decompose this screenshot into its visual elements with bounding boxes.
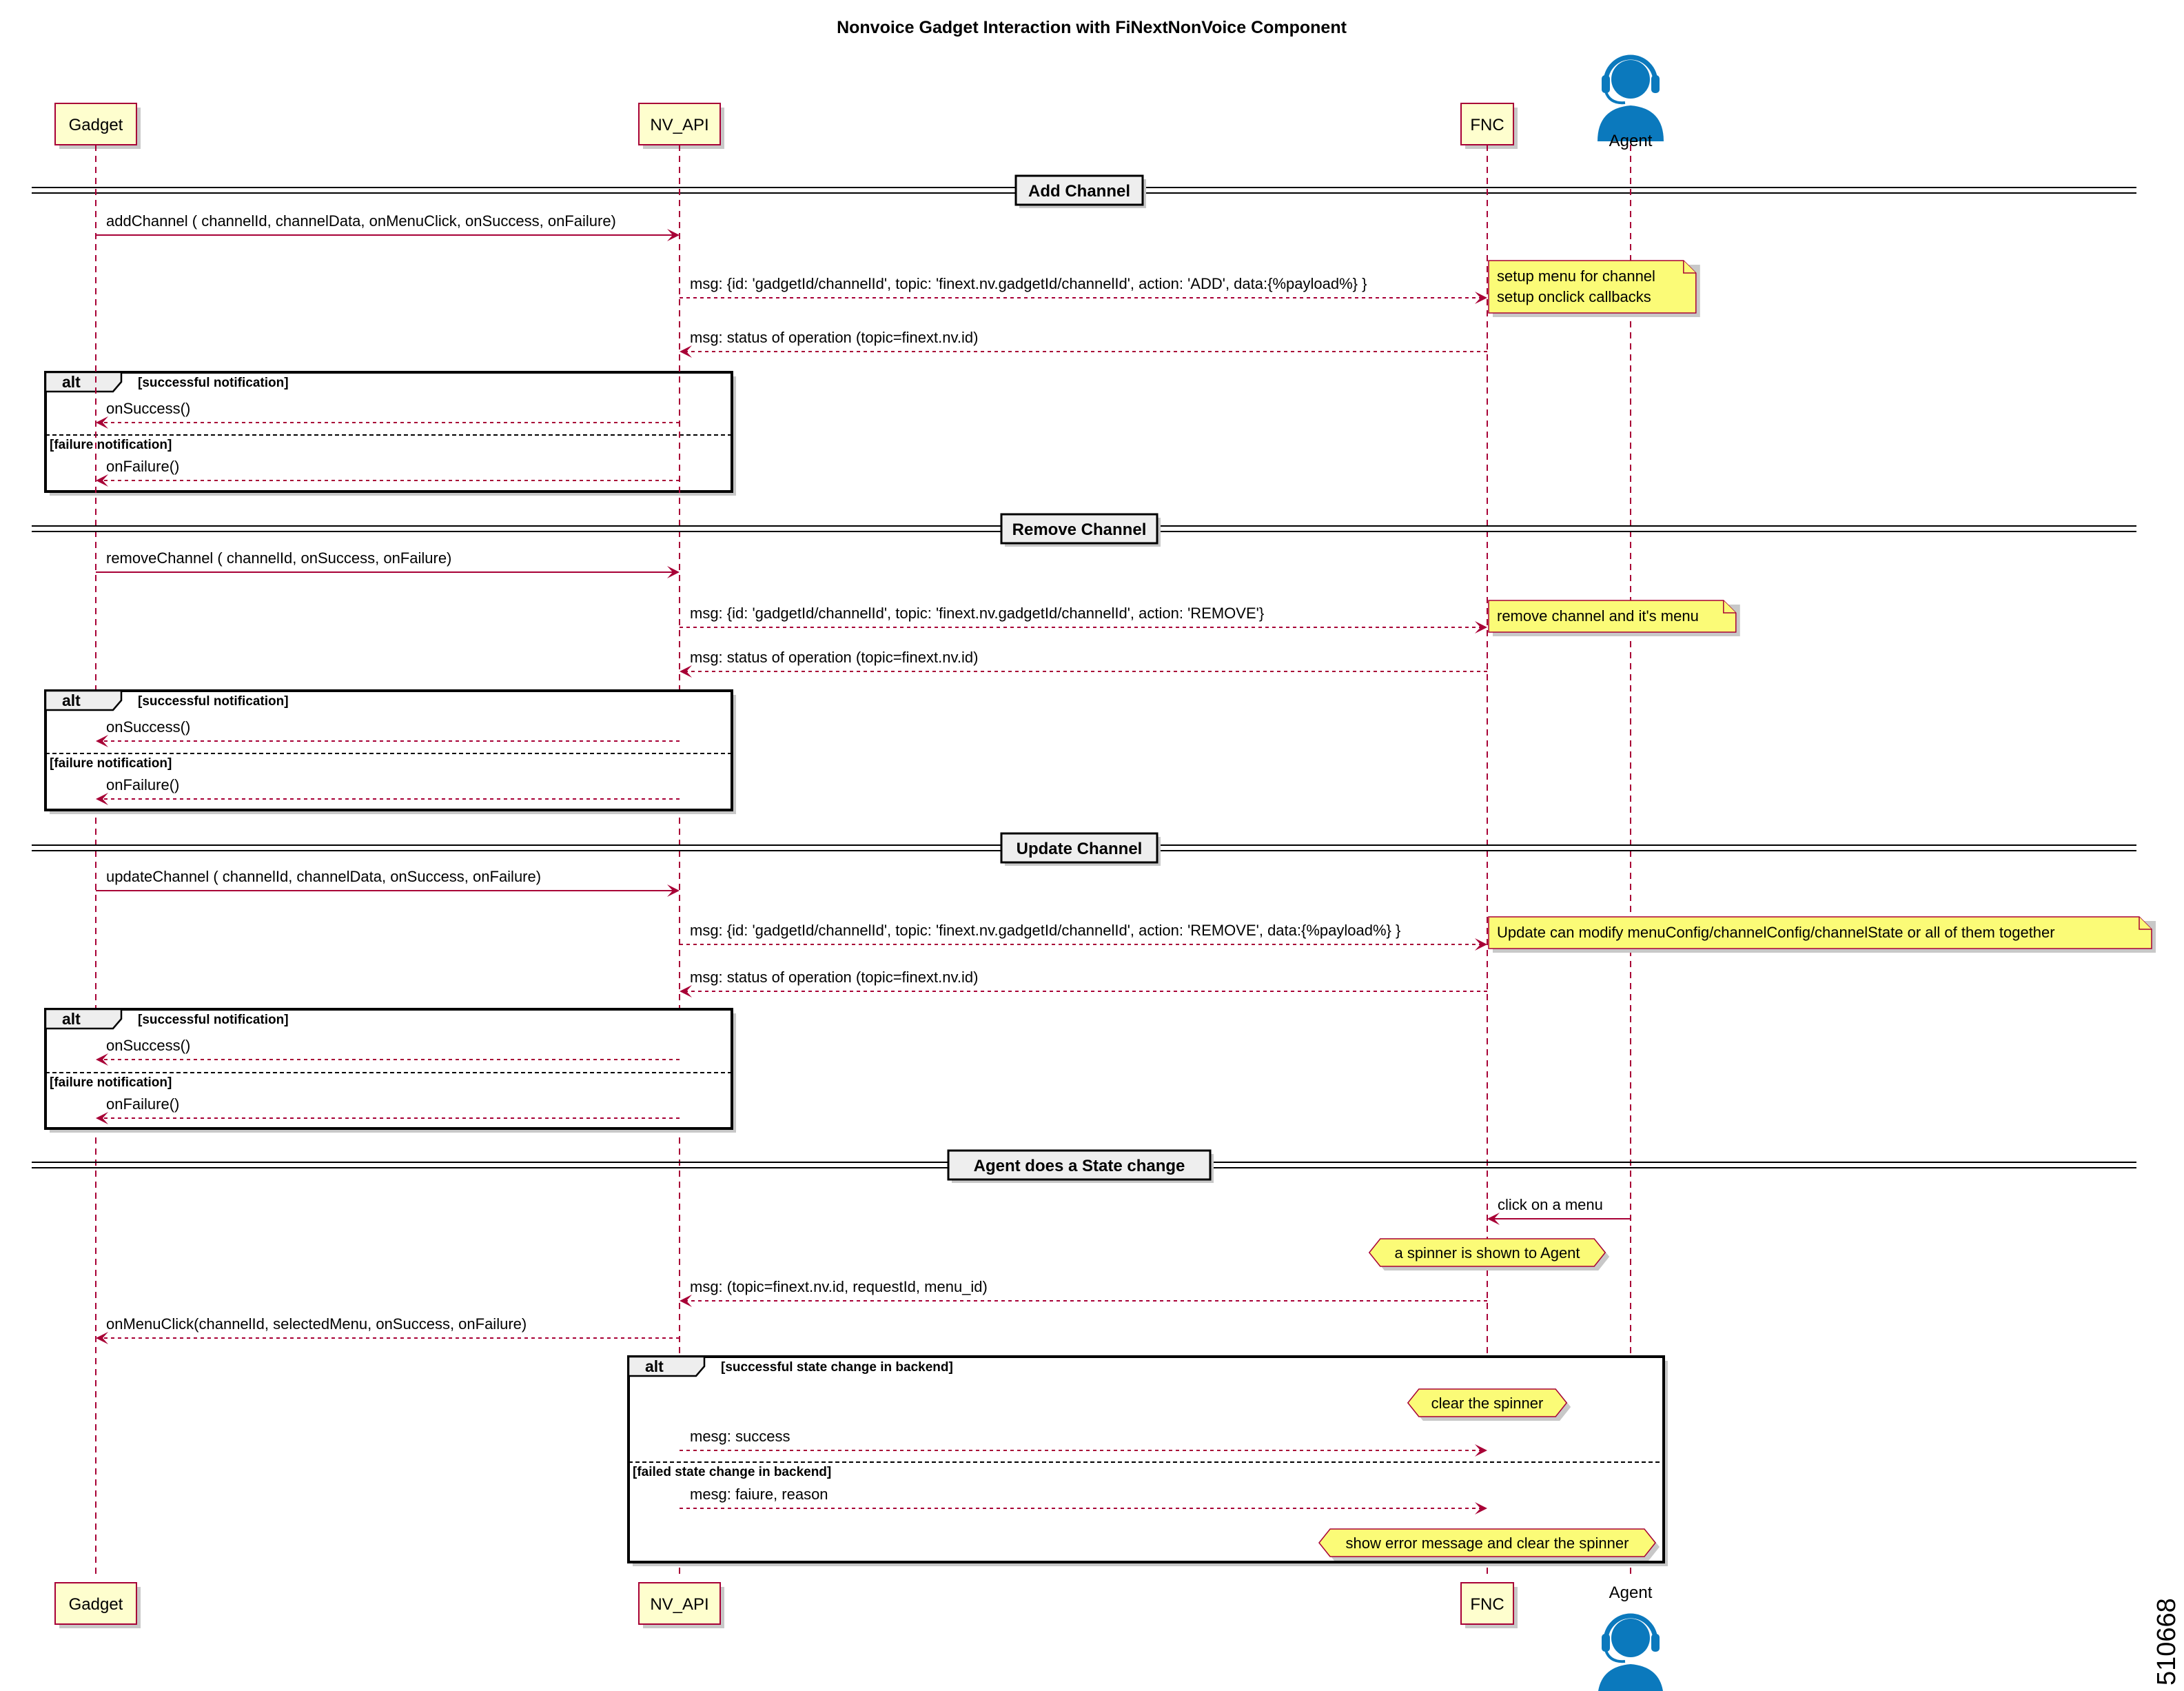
message-arrow: msg: status of operation (topic=finext.n… bbox=[680, 649, 1487, 678]
message-arrow: onSuccess() bbox=[96, 1037, 680, 1066]
note: Update can modify menuConfig/channelConf… bbox=[1488, 916, 2156, 953]
message-label: updateChannel ( channelId, channelData, … bbox=[106, 868, 541, 885]
message-arrow: msg: {id: 'gadgetId/channelId', topic: '… bbox=[680, 605, 1487, 634]
message-arrow: onFailure() bbox=[96, 458, 680, 487]
section-divider-label: Agent does a State change bbox=[974, 1157, 1185, 1175]
alt-keyword: alt bbox=[62, 1010, 81, 1028]
hexagon-note-text: clear the spinner bbox=[1431, 1395, 1544, 1412]
alt-guard: [successful notification] bbox=[138, 1013, 289, 1027]
message-arrow: msg: {id: 'gadgetId/channelId', topic: '… bbox=[680, 275, 1487, 304]
participant-gadget-bottom: Gadget bbox=[54, 1582, 141, 1628]
message-label: mesg: faiure, reason bbox=[690, 1486, 828, 1503]
message-label: msg: status of operation (topic=finext.n… bbox=[690, 649, 978, 666]
alt-keyword: alt bbox=[62, 691, 81, 709]
message-arrow: removeChannel ( channelId, onSuccess, on… bbox=[96, 549, 680, 578]
message-label: msg: {id: 'gadgetId/channelId', topic: '… bbox=[690, 275, 1367, 292]
figure-number: 510668 bbox=[2152, 1598, 2181, 1685]
participant-label: NV_API bbox=[650, 1595, 708, 1614]
participant-fnc-top: FNC bbox=[1460, 103, 1518, 149]
message-label: msg: {id: 'gadgetId/channelId', topic: '… bbox=[690, 605, 1264, 622]
alt-guard: [successful notification] bbox=[138, 694, 289, 709]
participant-label: NV_API bbox=[650, 116, 708, 134]
section-divider-label: Update Channel bbox=[1017, 840, 1143, 858]
message-label: msg: status of operation (topic=finext.n… bbox=[690, 329, 978, 346]
section-divider: Add Channel bbox=[32, 174, 2136, 208]
alt-fragment: alt [successful notification] [failure not… bbox=[44, 689, 736, 814]
message-label: onSuccess() bbox=[106, 400, 190, 417]
alt-guard: [failure notification] bbox=[50, 438, 172, 452]
section-divider-label: Remove Channel bbox=[1012, 520, 1147, 539]
note: setup menu for channel setup onclick call… bbox=[1488, 260, 1700, 317]
message-arrow: updateChannel ( channelId, channelData, … bbox=[96, 868, 680, 897]
message-label: msg: {id: 'gadgetId/channelId', topic: '… bbox=[690, 922, 1400, 939]
message-label: onSuccess() bbox=[106, 718, 190, 736]
alt-guard: [failure notification] bbox=[50, 1075, 172, 1090]
message-arrow: addChannel ( channelId, channelData, onM… bbox=[96, 212, 680, 241]
alt-guard: [successful notification] bbox=[138, 376, 289, 390]
message-label: removeChannel ( channelId, onSuccess, on… bbox=[106, 549, 451, 567]
alt-fragment: alt [successful notification] [failure not… bbox=[44, 371, 736, 496]
participant-gadget-top: Gadget bbox=[54, 103, 141, 149]
message-arrow: mesg: faiure, reason bbox=[680, 1486, 1487, 1515]
message-label: mesg: success bbox=[690, 1428, 790, 1445]
agent-headset-icon bbox=[1598, 54, 1664, 141]
note-text: setup menu for channel bbox=[1497, 267, 1655, 285]
section-divider: Agent does a State change bbox=[32, 1149, 2136, 1183]
message-arrow: onFailure() bbox=[96, 1095, 680, 1124]
participant-label: FNC bbox=[1470, 116, 1504, 134]
message-arrow: onFailure() bbox=[96, 776, 680, 805]
message-label: msg: status of operation (topic=finext.n… bbox=[690, 969, 978, 986]
message-label: onFailure() bbox=[106, 458, 179, 475]
message-label: onMenuClick(channelId, selectedMenu, onS… bbox=[106, 1315, 527, 1333]
message-arrow: msg: {id: 'gadgetId/channelId', topic: '… bbox=[680, 922, 1487, 951]
message-arrow: onMenuClick(channelId, selectedMenu, onS… bbox=[96, 1315, 680, 1344]
note-text: setup onclick callbacks bbox=[1497, 288, 1651, 305]
alt-guard: [successful state change in backend] bbox=[721, 1360, 953, 1375]
hexagon-note: clear the spinner bbox=[1407, 1388, 1571, 1421]
participant-fnc-bottom: FNC bbox=[1460, 1582, 1518, 1628]
message-arrow: onSuccess() bbox=[96, 400, 680, 429]
section-divider-label: Add Channel bbox=[1028, 182, 1130, 201]
note-text: Update can modify menuConfig/channelConf… bbox=[1497, 924, 2055, 941]
alt-guard: [failure notification] bbox=[50, 756, 172, 771]
message-label: msg: (topic=finext.nv.id, requestId, men… bbox=[690, 1278, 988, 1295]
alt-keyword: alt bbox=[62, 373, 81, 391]
message-label: onFailure() bbox=[106, 776, 179, 793]
message-arrow: msg: status of operation (topic=finext.n… bbox=[680, 329, 1487, 358]
alt-guard: [failed state change in backend] bbox=[633, 1465, 831, 1479]
note-text: remove channel and it's menu bbox=[1497, 607, 1699, 625]
hexagon-note-text: a spinner is shown to Agent bbox=[1394, 1244, 1580, 1262]
diagram-title: Nonvoice Gadget Interaction with FiNextN… bbox=[837, 18, 1347, 37]
message-arrow: msg: (topic=finext.nv.id, requestId, men… bbox=[680, 1278, 1487, 1307]
participant-label: FNC bbox=[1470, 1595, 1504, 1614]
message-label: addChannel ( channelId, channelData, onM… bbox=[106, 212, 616, 230]
alt-keyword: alt bbox=[645, 1357, 664, 1375]
agent-headset-icon bbox=[1598, 1613, 1663, 1691]
participant-nvapi-top: NV_API bbox=[638, 103, 724, 149]
section-divider: Remove Channel bbox=[32, 513, 2136, 547]
message-label: click on a menu bbox=[1498, 1196, 1603, 1213]
hexagon-note-text: show error message and clear the spinner bbox=[1346, 1535, 1629, 1552]
participant-nvapi-bottom: NV_API bbox=[638, 1582, 724, 1628]
message-arrow: msg: status of operation (topic=finext.n… bbox=[680, 969, 1487, 998]
participant-label-agent-bottom: Agent bbox=[1609, 1583, 1653, 1602]
note: remove channel and it's menu bbox=[1488, 600, 1740, 636]
hexagon-note: show error message and clear the spinner bbox=[1318, 1528, 1660, 1561]
message-arrow: onSuccess() bbox=[96, 718, 680, 747]
message-label: onSuccess() bbox=[106, 1037, 190, 1054]
participant-label: Gadget bbox=[69, 1595, 123, 1614]
message-arrow: mesg: success bbox=[680, 1428, 1487, 1457]
message-label: onFailure() bbox=[106, 1095, 179, 1113]
section-divider: Update Channel bbox=[32, 832, 2136, 866]
participant-label: Gadget bbox=[69, 116, 123, 134]
message-arrow: click on a menu bbox=[1487, 1196, 1631, 1225]
alt-fragment: alt [successful notification] [failure not… bbox=[44, 1008, 736, 1133]
hexagon-note: a spinner is shown to Agent bbox=[1368, 1238, 1610, 1270]
